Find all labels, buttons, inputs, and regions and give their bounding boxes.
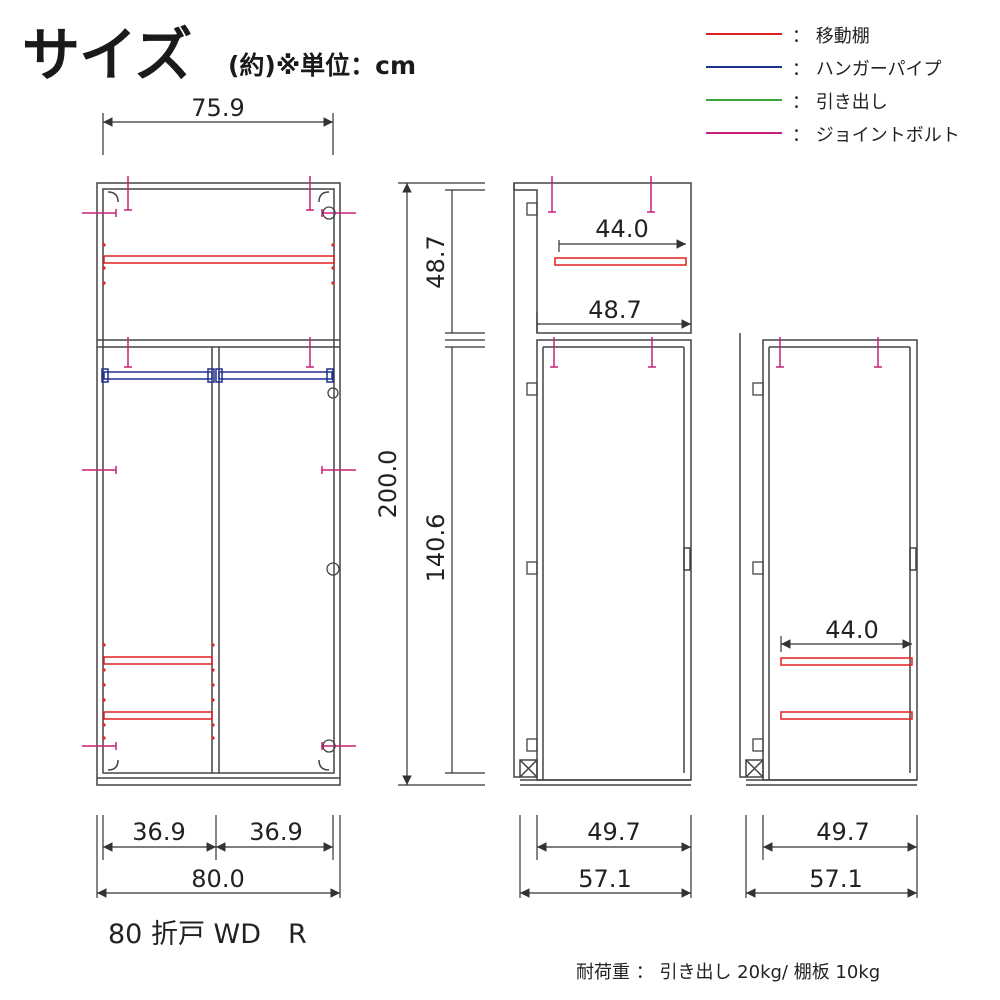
front-hanger-pipes <box>101 368 334 383</box>
dim-side-inner-depth: 49.7 <box>587 818 640 846</box>
side-view-2-shelves <box>780 657 913 720</box>
front-cam-fittings <box>322 206 340 753</box>
legend-label: ： ジョイントボルト <box>792 125 960 146</box>
page-title: サイズ <box>22 21 192 89</box>
front-shelf-upper <box>103 255 335 264</box>
dim-side-total-depth: 57.1 <box>578 865 631 893</box>
legend-item-drawer: ： 引き出し <box>706 88 996 121</box>
front-dimension-lines <box>96 113 341 898</box>
side-view-1-dims <box>519 239 692 898</box>
front-corner-brackets <box>107 191 330 771</box>
dim-front-inner-width: 75.9 <box>191 94 244 122</box>
front-shelves <box>103 255 335 720</box>
side2-shelf-2 <box>780 711 913 720</box>
front-view <box>96 182 341 786</box>
side2-cabinet <box>762 339 918 781</box>
load-capacity: 耐荷重 ： 引き出し 20kg/ 棚板 10kg <box>576 962 881 983</box>
green-line-icon <box>706 99 782 101</box>
side-view-1-shelf <box>554 257 687 266</box>
legend: ： 移動棚 ： ハンガーパイプ ： 引き出し ： ジョイントボルト <box>706 22 996 154</box>
dim-side2-shelf: 44.0 <box>825 616 878 644</box>
height-dimension-lines <box>398 182 485 786</box>
side-view-2-dims <box>745 636 918 898</box>
model-name: 80 折戸 WD R <box>108 919 307 950</box>
dim-side-upper-depth: 48.7 <box>588 296 641 324</box>
legend-label: ： ハンガーパイプ <box>792 59 942 80</box>
legend-item-hanger-pipe: ： ハンガーパイプ <box>706 55 996 88</box>
dim-height-total: 200.0 <box>374 450 402 519</box>
side-view-1-bolts <box>548 176 656 368</box>
dim-height-lower: 140.6 <box>422 514 450 583</box>
legend-label: ： 引き出し <box>792 92 888 113</box>
magenta-line-icon <box>706 132 782 134</box>
blue-line-icon <box>706 66 782 68</box>
side-view-2-hinges <box>752 382 764 752</box>
dim-front-bottom-right: 36.9 <box>249 818 302 846</box>
front-shelf-pin-holes <box>102 243 335 740</box>
legend-item-joint-bolt: ： ジョイントボルト <box>706 121 996 154</box>
front-shelf-lower-2 <box>103 711 213 720</box>
front-shelf-lower-1 <box>103 656 213 665</box>
side2-shelf-1 <box>780 657 913 666</box>
hanger-pipe-left <box>103 371 213 380</box>
side-base-block <box>519 759 538 778</box>
red-line-icon <box>706 33 782 35</box>
side-view-2 <box>739 333 918 786</box>
dim-front-total-width: 80.0 <box>191 865 244 893</box>
dim-side-upper-shelf: 44.0 <box>595 215 648 243</box>
dim-height-upper: 48.7 <box>422 235 450 288</box>
front-joint-bolts <box>82 176 356 750</box>
dim-side2-inner-depth: 49.7 <box>816 818 869 846</box>
side-view-1 <box>513 182 692 786</box>
side-view-2-bolts <box>776 337 882 368</box>
dim-front-bottom-left: 36.9 <box>132 818 185 846</box>
front-outer-frame <box>96 182 341 786</box>
side-upper-shelf <box>554 257 687 266</box>
dim-side2-total-depth: 57.1 <box>809 865 862 893</box>
unit-note: (約)※単位：cm <box>228 51 417 80</box>
legend-item-shelf: ： 移動棚 <box>706 22 996 55</box>
hanger-pipe-right <box>218 371 333 380</box>
legend-label: ： 移動棚 <box>792 26 870 47</box>
side-lower-cabinet <box>536 339 692 781</box>
side-view-1-hinges <box>526 202 538 752</box>
